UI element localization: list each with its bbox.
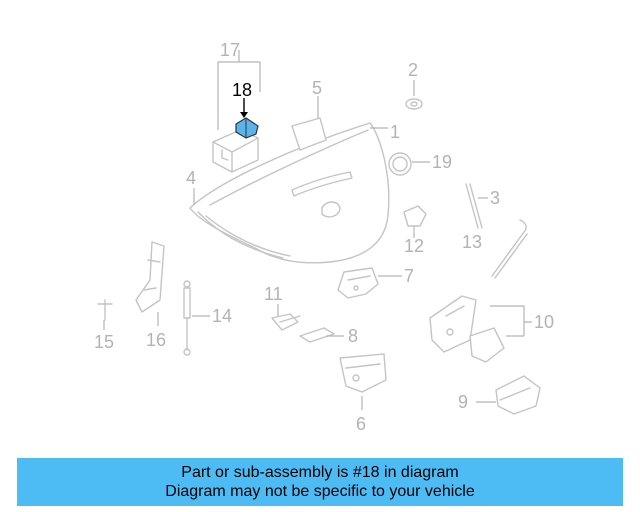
callout-numbers: 17 18 5 2 1 19 4 3 12 13 7 11 14 10 8 15… xyxy=(94,40,554,434)
callout-13: 13 xyxy=(462,232,482,252)
banner-line-part: Part or sub-assembly is #18 in diagram xyxy=(181,464,459,481)
callout-8: 8 xyxy=(348,326,358,346)
callout-2: 2 xyxy=(408,60,418,80)
latch-actuator xyxy=(495,375,541,415)
callout-1: 1 xyxy=(390,122,400,142)
callout-19: 19 xyxy=(432,152,452,172)
callout-4: 4 xyxy=(186,168,196,188)
callout-15: 15 xyxy=(94,332,114,352)
release-cable xyxy=(491,219,527,277)
callout-16: 16 xyxy=(146,330,166,350)
callout-6: 6 xyxy=(356,414,366,434)
hood-light-housing xyxy=(212,129,259,173)
connector xyxy=(271,313,301,331)
callout-5: 5 xyxy=(312,78,322,98)
clip xyxy=(97,299,113,321)
callout-10: 10 xyxy=(534,312,554,332)
callout-7: 7 xyxy=(404,266,414,286)
banner-line-disclaimer: Diagram may not be specific to your vehi… xyxy=(165,483,475,500)
callout-12: 12 xyxy=(404,236,424,256)
latch-pin xyxy=(403,205,427,235)
grommet xyxy=(405,98,423,110)
hood-panel xyxy=(189,122,390,264)
latch-bracket-assembly xyxy=(429,295,505,363)
hood-lamp-bulb-18 xyxy=(235,117,259,139)
callout-17: 17 xyxy=(220,40,240,60)
callout-9: 9 xyxy=(458,392,468,412)
hood-hinge xyxy=(337,267,379,299)
callout-3: 3 xyxy=(490,188,500,208)
hood-latch xyxy=(339,353,387,393)
emblem xyxy=(388,152,412,176)
hinge-bracket xyxy=(135,241,165,313)
insulation-pad xyxy=(291,117,327,151)
callout-11: 11 xyxy=(264,284,283,304)
parts-diagram: 17 18 5 2 1 19 4 3 12 13 7 11 14 10 8 15… xyxy=(94,40,554,434)
info-banner: Part or sub-assembly is #18 in diagram D… xyxy=(17,458,623,506)
gas-strut xyxy=(183,280,191,356)
callout-14: 14 xyxy=(212,306,232,326)
warning-label xyxy=(299,327,335,343)
leader-lines xyxy=(103,50,532,410)
seal-strip xyxy=(465,183,479,229)
callout-18: 18 xyxy=(232,80,252,100)
